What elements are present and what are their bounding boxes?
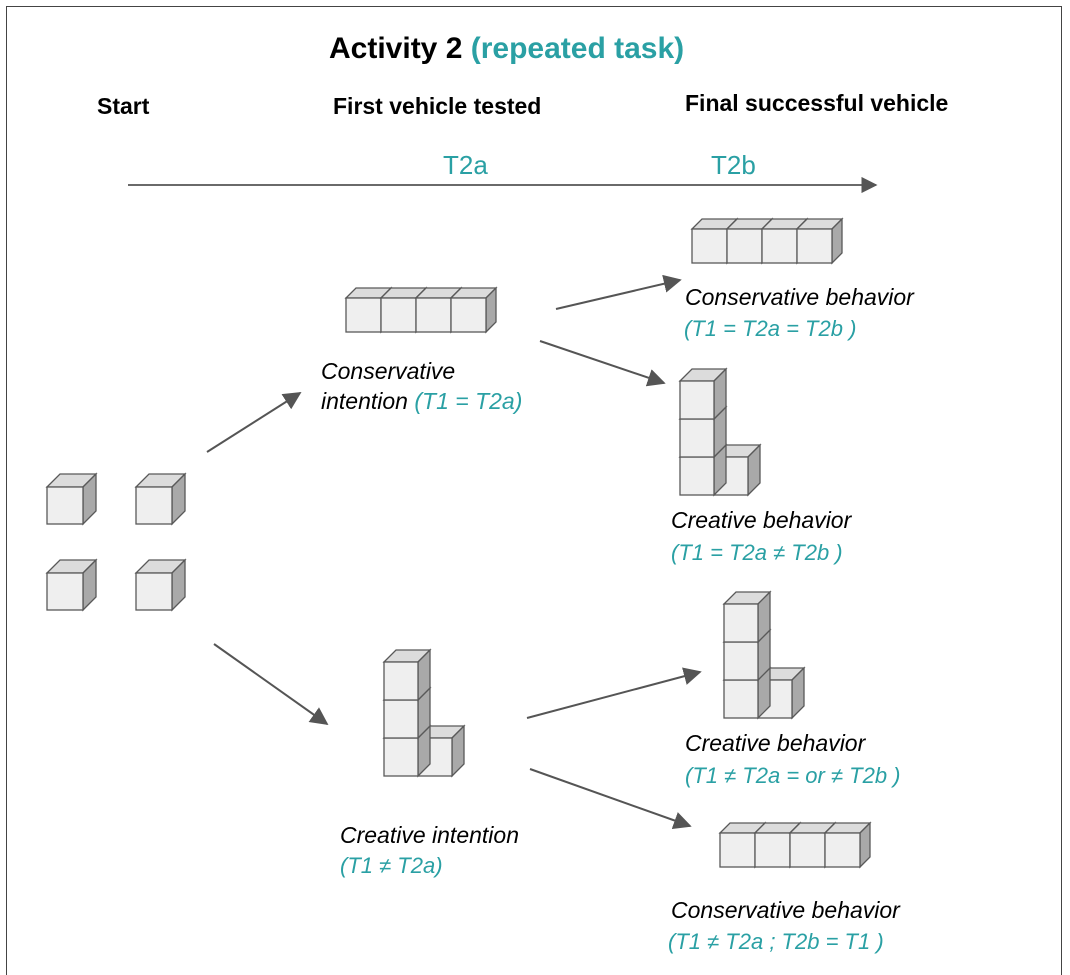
- creative-intention-l-shape: [382, 648, 466, 778]
- outcome-1-row: [690, 217, 844, 265]
- outcome-3-l-shape: [722, 590, 806, 720]
- outcome-4-row-cube: [788, 821, 837, 869]
- outcome-2-l-shape-cube: [678, 367, 728, 421]
- outcome-3-formula: (T1 ≠ T2a = or ≠ T2b ): [685, 763, 901, 788]
- conservative-intention-line1: Conservative: [321, 358, 456, 384]
- start-cube: [45, 558, 98, 612]
- outcome-4-label: Conservative behavior: [671, 897, 900, 923]
- arrow-conservative-to-outcome-1: [555, 274, 682, 310]
- outcome-4-row: [718, 821, 872, 869]
- outcome-1-formula: (T1 = T2a = T2b ): [684, 316, 857, 341]
- start-cube: [134, 558, 187, 612]
- conservative-intention-word: intention: [321, 387, 408, 414]
- column-start: Start: [97, 93, 150, 119]
- arrow-conservative-to-outcome-2: [539, 340, 666, 387]
- arrow-creative-to-outcome-3: [526, 667, 702, 719]
- arrow-start-to-creative: [213, 643, 329, 726]
- outcome-2-label: Creative behavior: [671, 507, 852, 533]
- timeline-label-t2b: T2b: [711, 150, 756, 180]
- outcome-4-formula: (T1 ≠ T2a ; T2b = T1 ): [668, 929, 884, 954]
- conservative-intention-label: Conservative intention (T1 = T2a): [321, 357, 522, 417]
- title-main: Activity 2: [329, 32, 463, 65]
- conservative-intention-line2: intention (T1 = T2a): [321, 387, 522, 417]
- outcome-1-row-cube: [795, 217, 844, 265]
- arrows-layer: [128, 176, 878, 830]
- diagram-title: Activity 2 (repeated task): [329, 32, 684, 66]
- cubes-layer: [45, 217, 872, 869]
- start-cube: [45, 472, 98, 526]
- start-cubes: [45, 472, 187, 612]
- outcome-4-row-cube: [823, 821, 872, 869]
- creative-intention-label: Creative intention: [340, 822, 519, 848]
- creative-intention-formula: (T1 ≠ T2a): [340, 853, 443, 878]
- outcome-3-label: Creative behavior: [685, 730, 866, 756]
- start-cube: [134, 472, 187, 526]
- arrow-start-to-conservative: [206, 392, 302, 453]
- title-accent: (repeated task): [470, 32, 685, 65]
- outcome-2-formula: (T1 = T2a ≠ T2b ): [671, 540, 843, 565]
- outcome-3-l-shape-cube: [722, 590, 772, 644]
- conservative-intention-formula: (T1 = T2a): [414, 387, 523, 414]
- timeline-label-t2a: T2a: [443, 150, 488, 180]
- column-first-vehicle: First vehicle tested: [333, 93, 542, 119]
- outcome-2-l-shape: [678, 367, 762, 497]
- arrow-creative-to-outcome-4: [529, 768, 692, 830]
- outcome-1-label: Conservative behavior: [685, 284, 914, 310]
- diagram-frame: [6, 6, 1062, 975]
- conservative-intention-row-cube: [449, 286, 498, 334]
- column-final-vehicle: Final successful vehicle: [685, 90, 949, 116]
- creative-intention-l-shape-cube: [382, 648, 432, 702]
- conservative-intention-row: [344, 286, 498, 334]
